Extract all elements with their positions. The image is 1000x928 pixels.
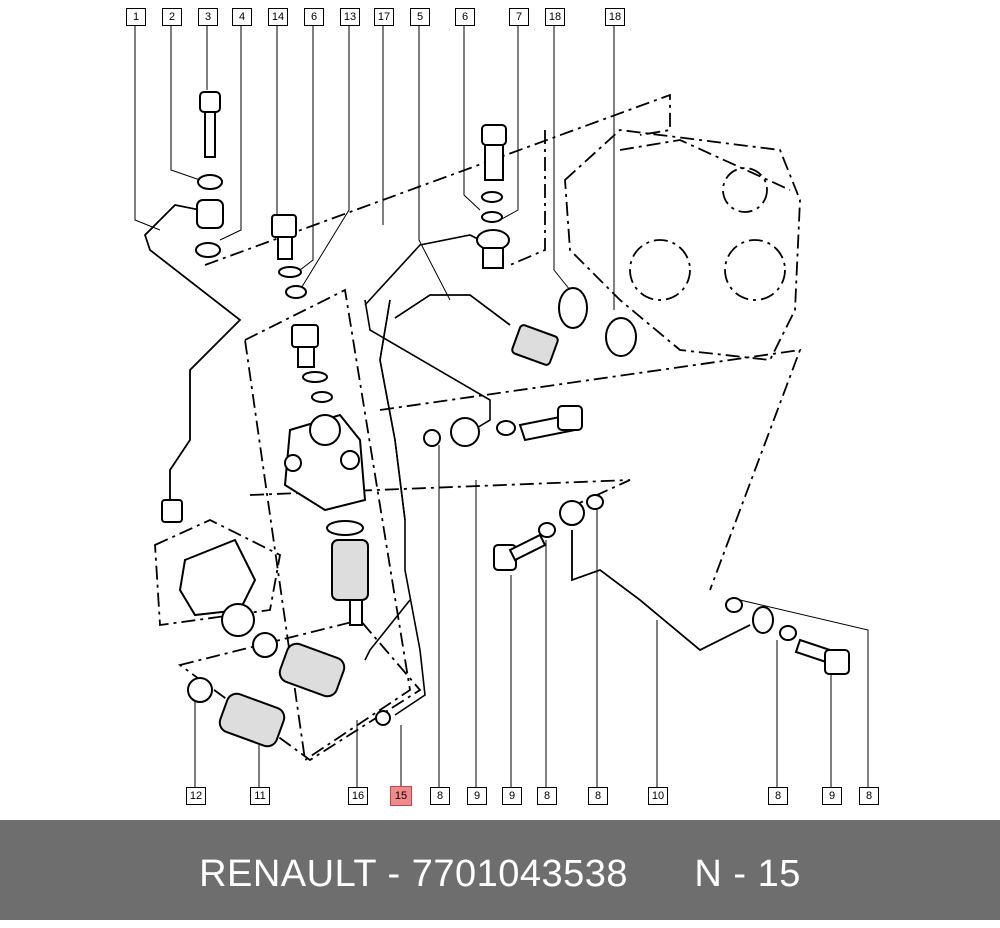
callout-label: 8 xyxy=(768,787,788,805)
callout-label: 6 xyxy=(304,8,324,26)
callout-label: 18 xyxy=(605,8,625,26)
callout-label: 17 xyxy=(374,8,394,26)
callout-label: 12 xyxy=(186,787,206,805)
callout-label: 8 xyxy=(859,787,879,805)
leader-lines xyxy=(134,26,869,787)
callout-label: 9 xyxy=(467,787,487,805)
callout-label: 5 xyxy=(410,8,430,26)
callout-label: 9 xyxy=(822,787,842,805)
footer-bar: RENAULT - 7701043538 N - 15 xyxy=(0,820,1000,920)
callout-label: 10 xyxy=(648,787,668,805)
exploded-parts-diagram: 1 2 3 4 14 6 13 17 5 6 7 18 18 12 11 16 … xyxy=(126,8,879,806)
banjo-bolt xyxy=(199,91,221,113)
callout-label: 8 xyxy=(588,787,608,805)
footer-caption: RENAULT - 7701043538 N - 15 xyxy=(0,820,1000,920)
brand-name: RENAULT xyxy=(199,853,377,895)
callout-label: 16 xyxy=(348,787,368,805)
callout-label: 6 xyxy=(455,8,475,26)
callout-label: 13 xyxy=(340,8,360,26)
callout-label: 1 xyxy=(126,8,146,26)
diagram-drawing xyxy=(134,26,869,787)
callout-label-highlighted: 15 xyxy=(390,786,412,806)
fuel-pipe-left xyxy=(144,204,242,510)
diagram-position: N - 15 xyxy=(694,853,801,895)
callout-label: 2 xyxy=(162,8,182,26)
fuel-regulator-body xyxy=(283,413,367,512)
callout-label: 9 xyxy=(502,787,522,805)
callout-label: 3 xyxy=(198,8,218,26)
engine-block xyxy=(564,129,801,361)
callout-label: 18 xyxy=(545,8,565,26)
callout-label: 4 xyxy=(232,8,252,26)
callout-label: 14 xyxy=(268,8,288,26)
callout-label: 8 xyxy=(537,787,557,805)
callout-label: 11 xyxy=(250,787,270,805)
callout-label: 7 xyxy=(509,8,529,26)
separator: - xyxy=(387,853,401,895)
part-number: 7701043538 xyxy=(411,853,629,895)
callout-label: 8 xyxy=(430,787,450,805)
